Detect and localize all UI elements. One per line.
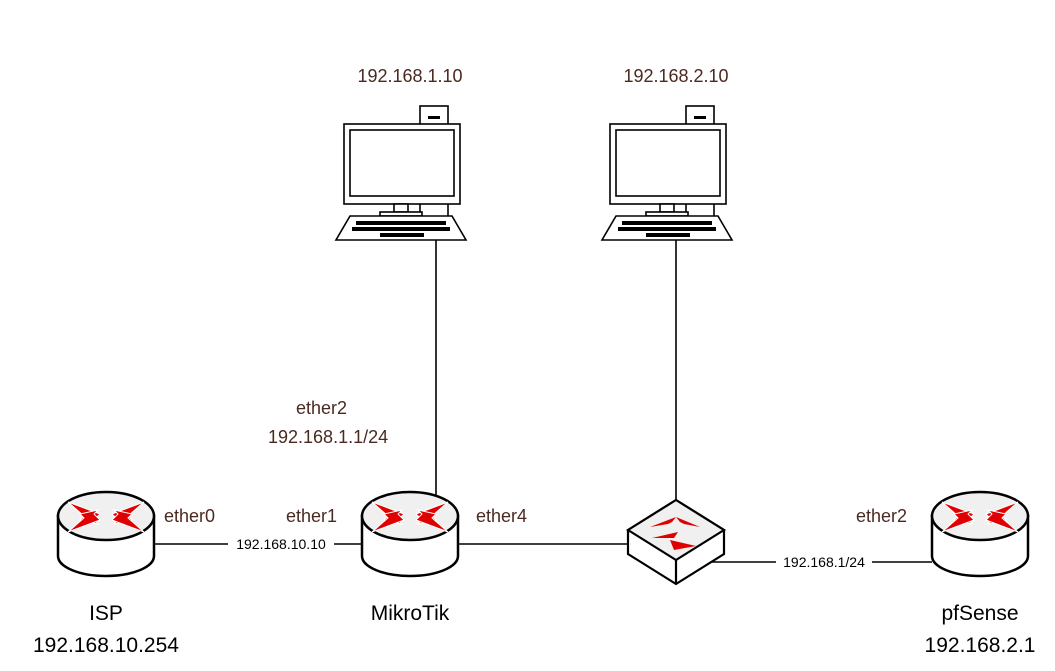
mikrotik-name-label: MikroTik xyxy=(371,602,450,625)
pfsense-ip-label: 192.168.2.1 xyxy=(925,634,1036,657)
router-icon xyxy=(56,490,156,578)
links xyxy=(154,240,932,563)
mikrotik-ether2-ip-label: 192.168.1.1/24 xyxy=(268,427,388,447)
isp-ip-label: 192.168.10.254 xyxy=(33,634,179,657)
pfsense-ether2-label: ether2 xyxy=(856,506,907,526)
link-isp-mikrotik-label: 192.168.10.10 xyxy=(236,536,326,552)
computer-icon xyxy=(601,105,733,241)
router-icon xyxy=(930,490,1030,578)
mikrotik-ether1-label: ether1 xyxy=(286,506,337,526)
computer-icon xyxy=(335,105,467,241)
switch-icon xyxy=(625,498,727,586)
pc1-ip-label: 192.168.1.10 xyxy=(357,66,462,86)
mikrotik-ether2-label: ether2 xyxy=(296,398,347,418)
router-icon xyxy=(360,490,460,578)
isp-ether0-label: ether0 xyxy=(164,506,215,526)
pc2-ip-label: 192.168.2.10 xyxy=(623,66,728,86)
link-switch-pfsense-label: 192.168.1/24 xyxy=(783,554,865,570)
pfsense-name-label: pfSense xyxy=(941,602,1018,625)
mikrotik-ether4-label: ether4 xyxy=(476,506,527,526)
isp-name-label: ISP xyxy=(89,602,123,625)
